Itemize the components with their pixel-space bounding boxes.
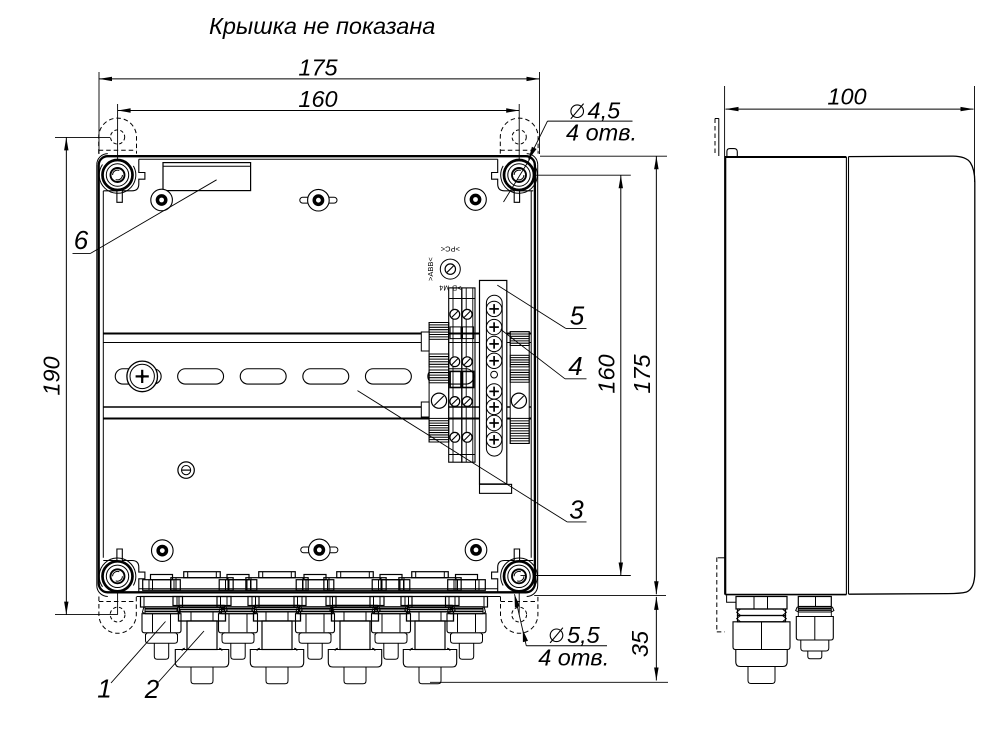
svg-text:4,5: 4,5 xyxy=(588,98,622,124)
svg-text:2: 2 xyxy=(144,674,160,704)
svg-text:160: 160 xyxy=(594,354,620,393)
svg-text:4: 4 xyxy=(568,351,582,381)
svg-text:100: 100 xyxy=(827,84,866,110)
svg-text:>ABB<: >ABB< xyxy=(426,257,435,281)
svg-text:>PC<: >PC< xyxy=(440,244,460,253)
svg-text:3: 3 xyxy=(569,495,584,525)
svg-text:4 отв.: 4 отв. xyxy=(538,645,609,671)
svg-text:Крышка не показана: Крышка не показана xyxy=(209,13,435,39)
svg-text:175: 175 xyxy=(629,353,655,393)
svg-text:175: 175 xyxy=(298,55,338,81)
svg-text:5: 5 xyxy=(570,300,585,330)
svg-text:190: 190 xyxy=(39,356,65,395)
svg-text:4 отв.: 4 отв. xyxy=(566,120,637,146)
svg-text:5,5: 5,5 xyxy=(567,622,601,648)
svg-text:6: 6 xyxy=(74,225,89,255)
svg-text:>B-M4: >B-M4 xyxy=(439,284,461,293)
svg-text:160: 160 xyxy=(298,86,337,112)
svg-text:1: 1 xyxy=(97,674,111,704)
svg-text:35: 35 xyxy=(627,630,653,657)
